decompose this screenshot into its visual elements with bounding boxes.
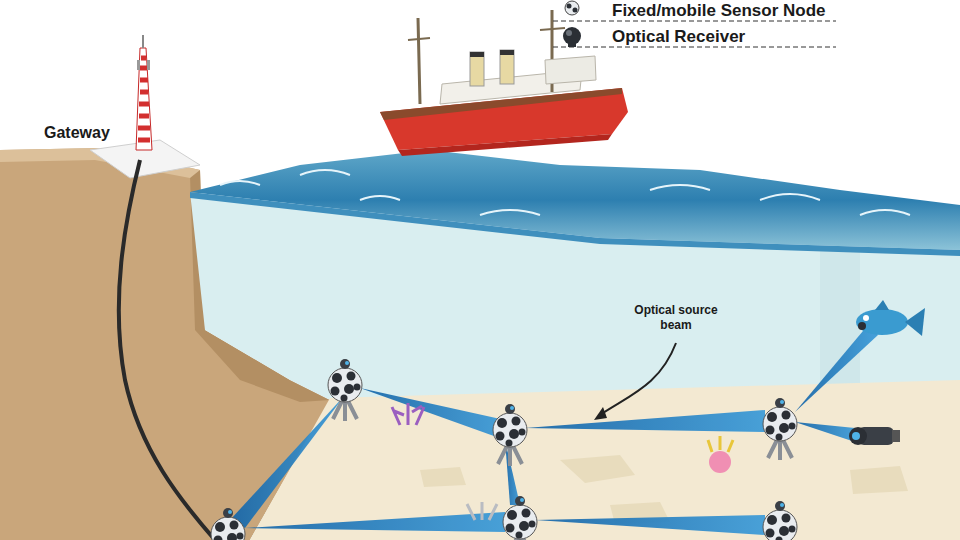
legend-receiver-icon — [563, 27, 581, 47]
gateway-label: Gateway — [44, 124, 110, 142]
fish-robot — [856, 300, 925, 336]
gateway-tower — [136, 35, 152, 150]
legend-text: Fixed/mobile Sensor Node — [612, 1, 826, 21]
ship — [380, 10, 628, 156]
legend-text: Optical Receiver — [612, 27, 745, 47]
beam-label: Optical source beam — [628, 303, 724, 333]
coral — [392, 403, 733, 520]
legend-sensor-icon — [565, 1, 579, 15]
optical-receiver-device — [849, 427, 900, 445]
